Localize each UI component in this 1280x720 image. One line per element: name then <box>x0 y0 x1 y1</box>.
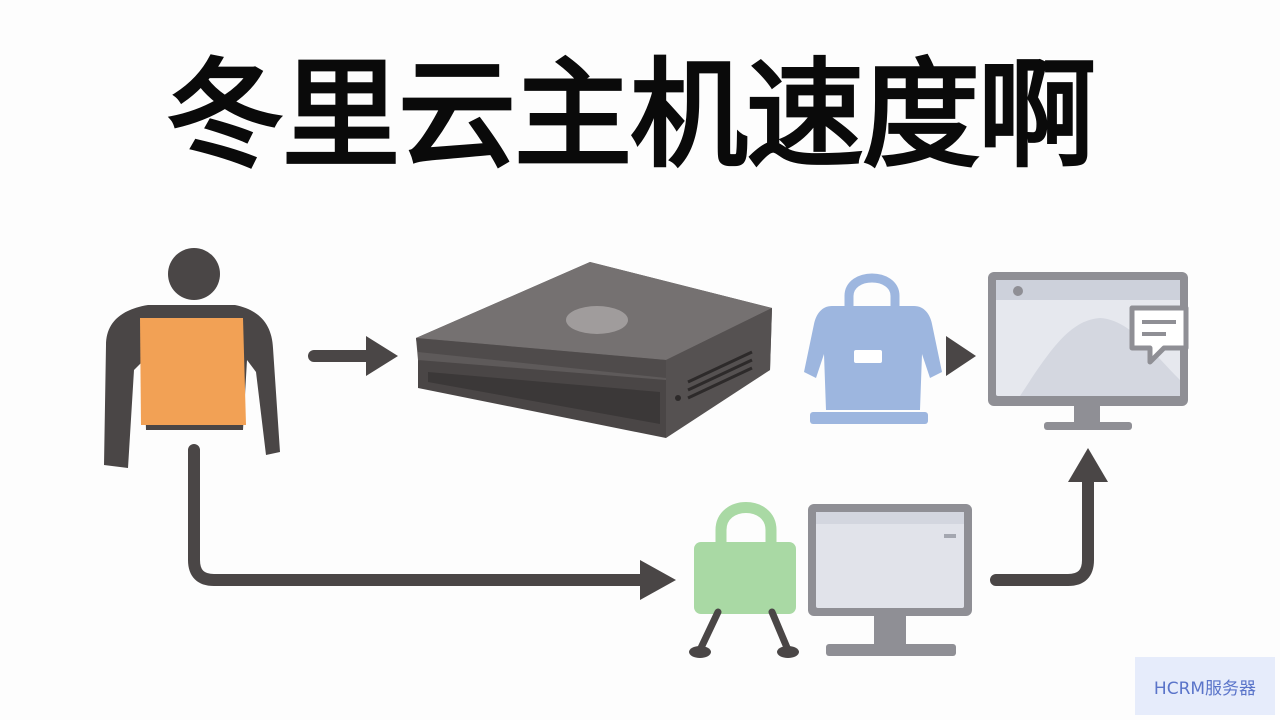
arrowhead-to-monitor <box>946 336 976 376</box>
plain-monitor-icon <box>808 504 972 656</box>
person-icon <box>104 248 280 468</box>
page-title: 冬里云主机速度啊 <box>165 46 1096 184</box>
arrow-person-to-green-lock <box>188 444 676 600</box>
watermark-badge: HCRM服务器 <box>1135 657 1275 715</box>
server-box-icon <box>416 262 772 438</box>
blue-padlock-icon <box>804 273 942 424</box>
arrow-monitor-to-browser <box>990 448 1108 586</box>
chat-bubble-icon <box>1129 305 1189 365</box>
green-padlock-icon <box>689 502 799 658</box>
arrow-person-to-server <box>308 336 398 376</box>
